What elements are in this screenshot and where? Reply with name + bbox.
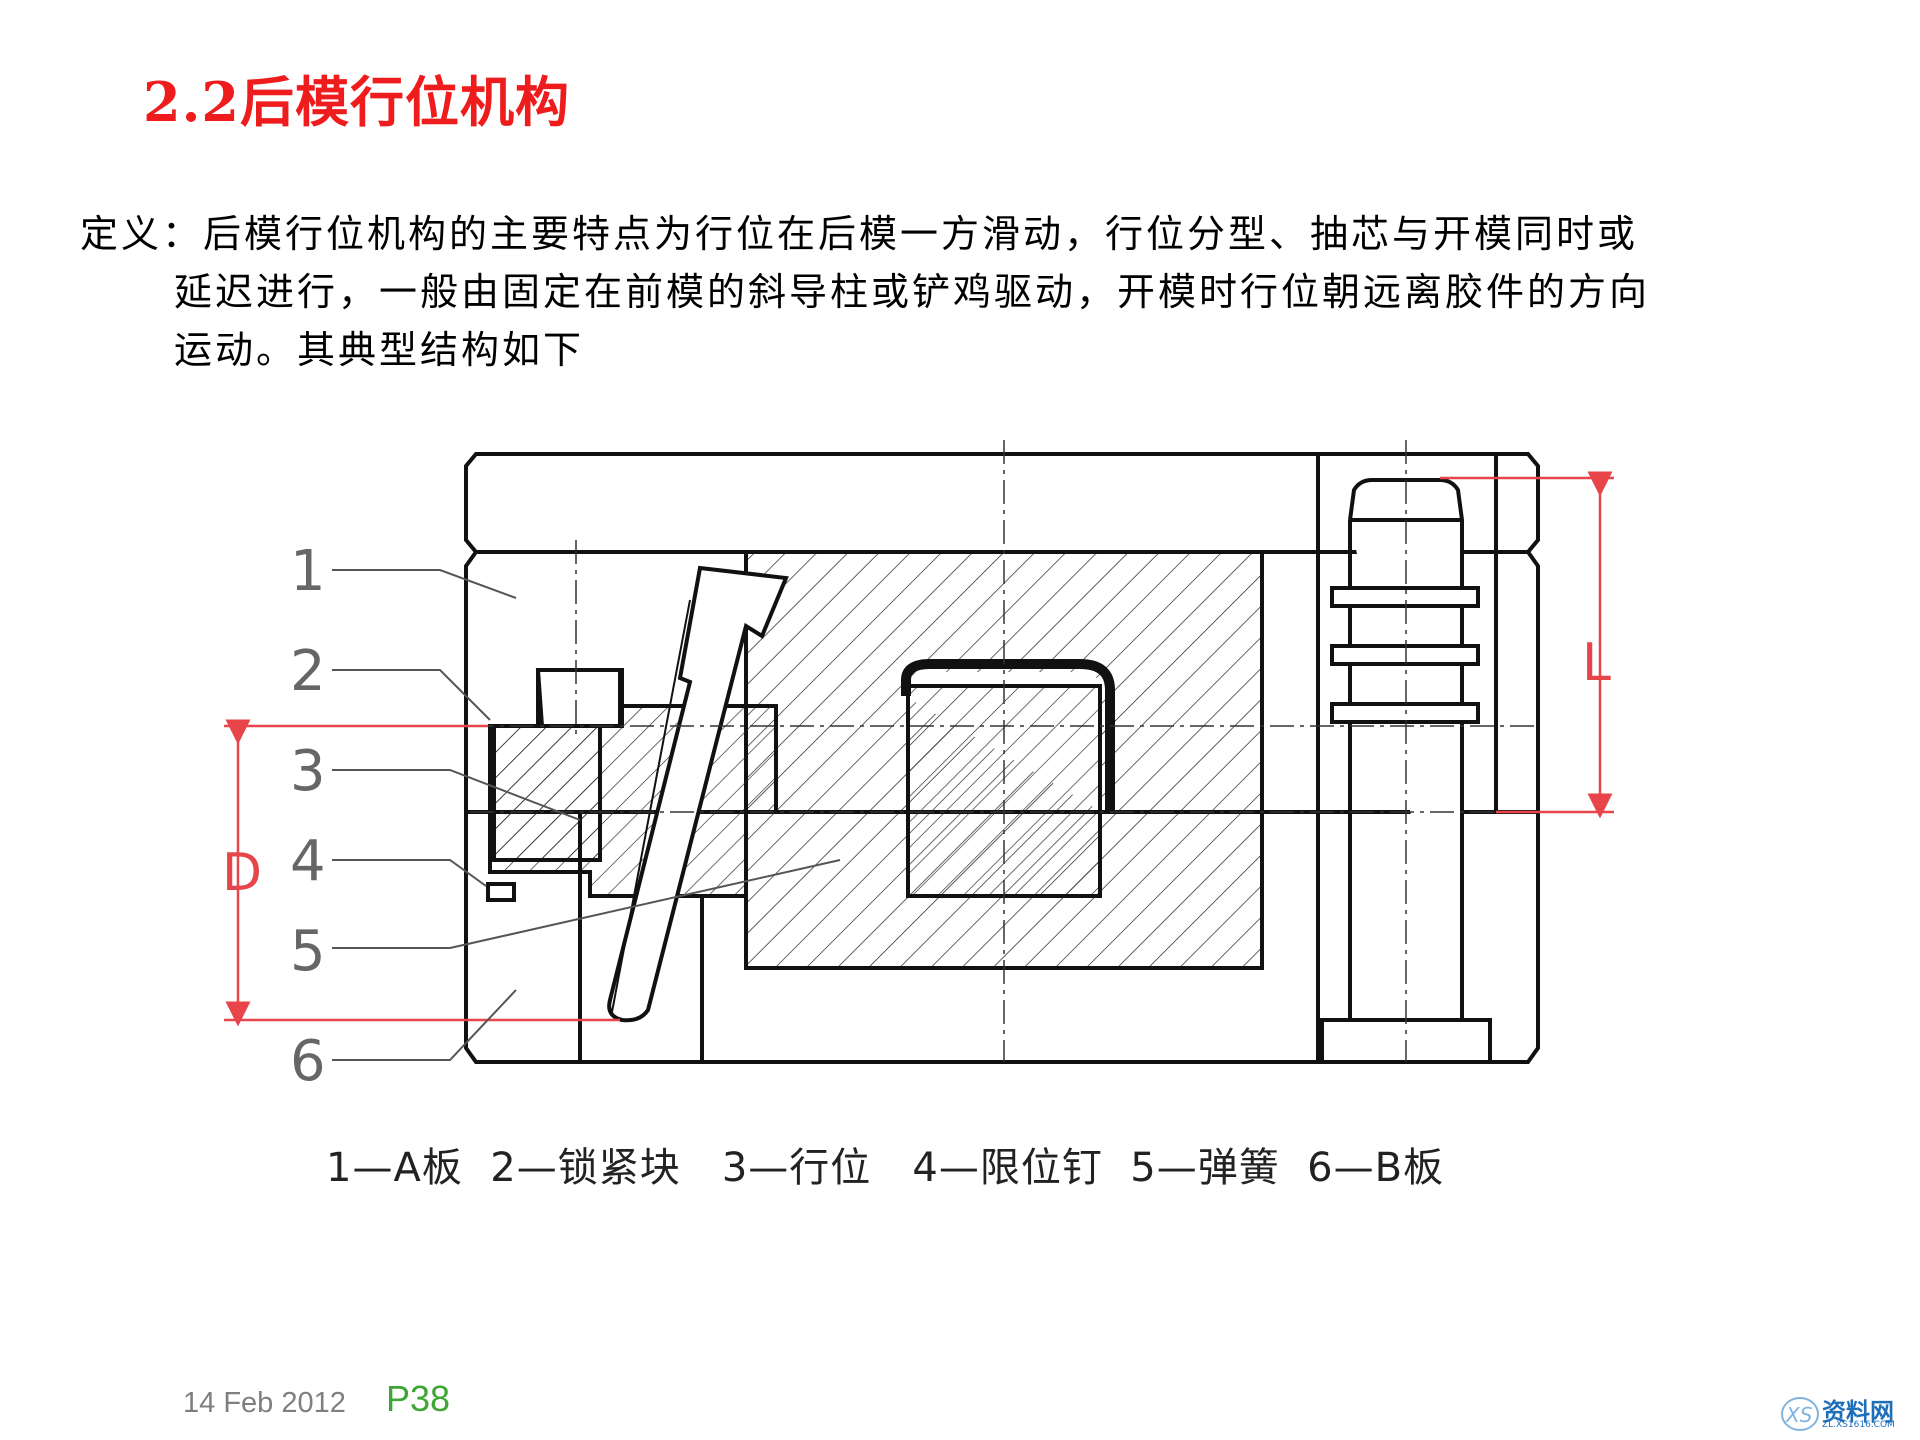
callout-1: 1 bbox=[290, 539, 326, 604]
watermark-text: 资料网 bbox=[1822, 1398, 1894, 1426]
product-part bbox=[901, 659, 1115, 812]
definition-line-2: 延迟进行，一般由固定在前模的斜导柱或铲鸡驱动，开模时行位朝远离胶件的方向 bbox=[174, 270, 1651, 314]
callout-5: 5 bbox=[290, 919, 326, 984]
diagram-caption: 1—A板 2—锁紧块 3—行位 4—限位钉 5—弹簧 6—B板 bbox=[326, 1145, 1445, 1191]
stop-pin bbox=[486, 882, 516, 902]
centerlines bbox=[470, 440, 1540, 1062]
callout-4: 4 bbox=[290, 829, 326, 894]
watermark-icon: XS bbox=[1781, 1397, 1819, 1431]
callout-numbers: 1 2 3 4 5 6 bbox=[290, 539, 326, 1094]
dim-label-L: L bbox=[1582, 633, 1611, 693]
angle-pin bbox=[607, 565, 789, 1023]
mold-structure bbox=[464, 452, 1540, 1064]
definition-line-1: 定义：后模行位机构的主要特点为行位在后模一方滑动，行位分型、抽芯与开模同时或 bbox=[80, 212, 1639, 256]
dimension-labels: L D bbox=[222, 633, 1611, 903]
page-number: P38 bbox=[386, 1378, 451, 1419]
svg-text:XS: XS bbox=[1785, 1403, 1813, 1427]
definition-text: 定义：后模行位机构的主要特点为行位在后模一方滑动，行位分型、抽芯与开模同时或 延… bbox=[80, 205, 1920, 379]
dim-label-D: D bbox=[222, 843, 262, 903]
callout-3: 3 bbox=[290, 739, 326, 804]
callout-6: 6 bbox=[290, 1029, 326, 1094]
page-title: 2.2后模行位机构 bbox=[143, 70, 570, 134]
callout-2: 2 bbox=[290, 639, 326, 704]
footer-date: 14 Feb 2012 bbox=[183, 1387, 346, 1419]
watermark-url: ZL.XS1616.COM bbox=[1822, 1420, 1895, 1430]
definition-line-3: 运动。其典型结构如下 bbox=[174, 328, 585, 372]
dimensions bbox=[224, 471, 1614, 1027]
callout-leaders bbox=[332, 569, 841, 1061]
watermark-logo: XS 资料网 ZL.XS1616.COM bbox=[1780, 1388, 1920, 1438]
